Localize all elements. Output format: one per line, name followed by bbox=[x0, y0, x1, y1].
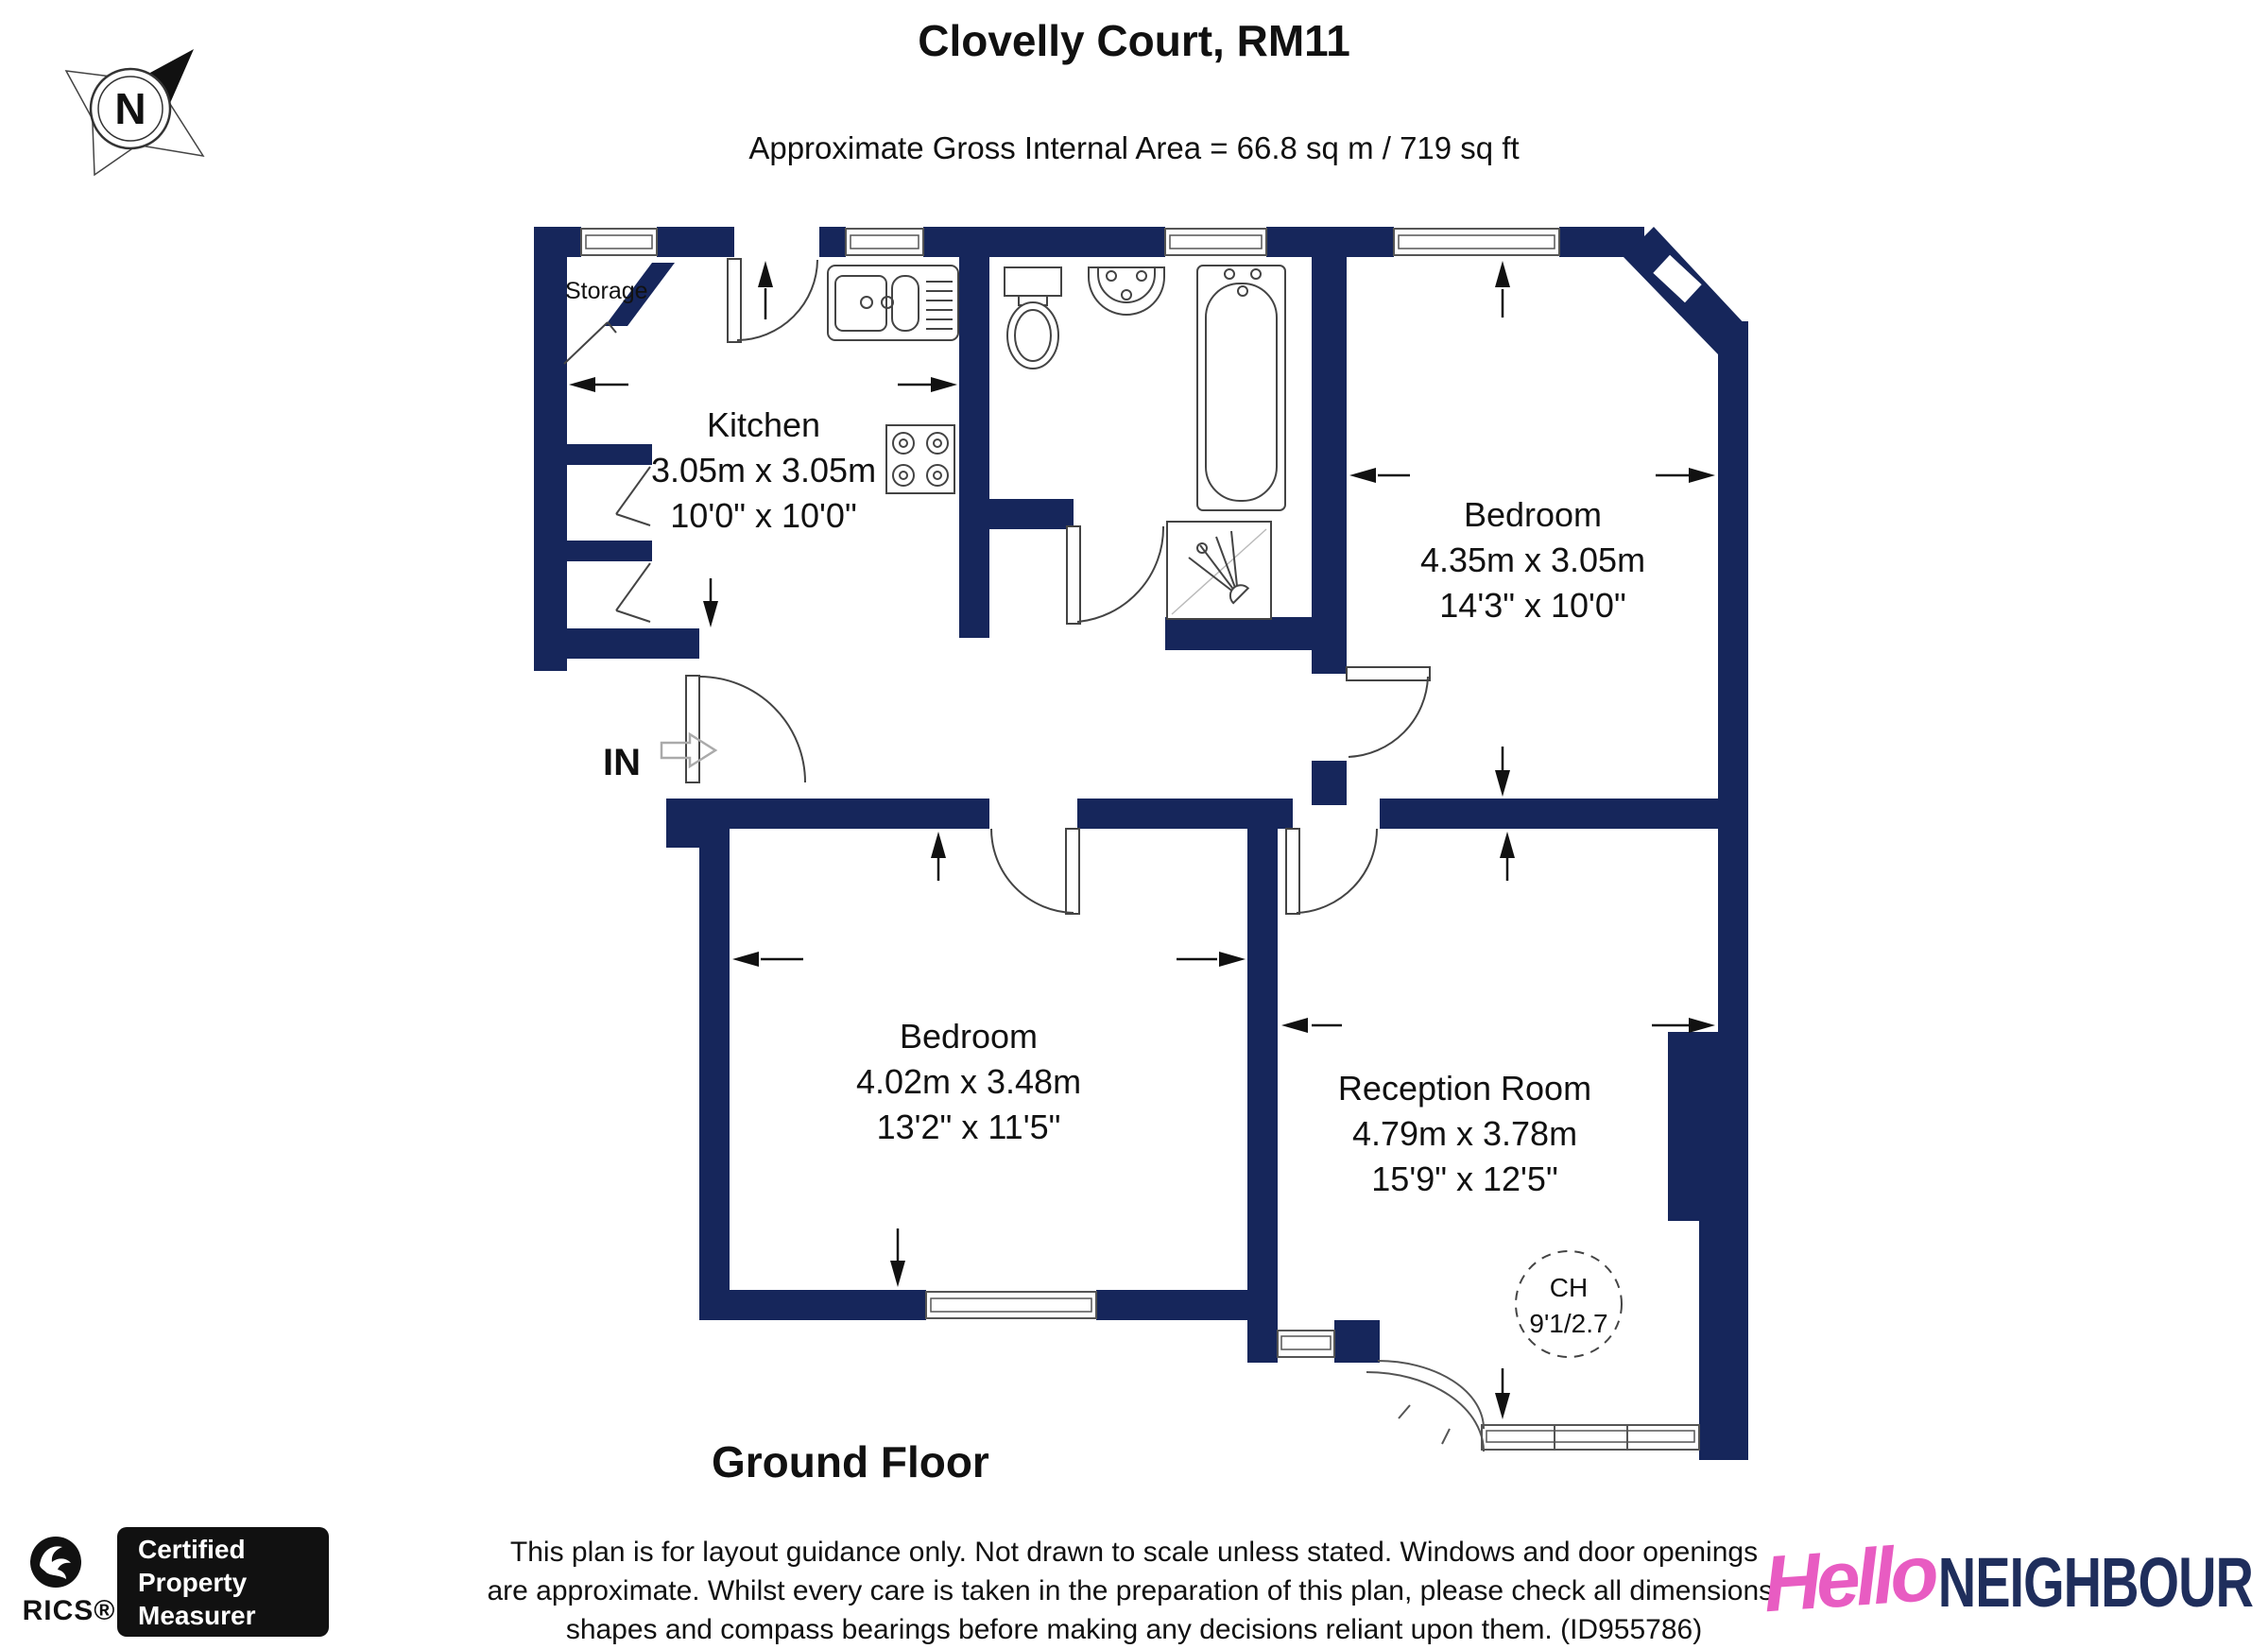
entrance-label: IN bbox=[603, 742, 641, 783]
window bbox=[1277, 1330, 1335, 1358]
bathtub-icon bbox=[1196, 265, 1286, 511]
room-size-imperial: 14'3" x 10'0" bbox=[1439, 586, 1625, 625]
bedroom1-label: Bedroom 4.35m x 3.05m 14'3" x 10'0" bbox=[1420, 495, 1645, 625]
shower-icon bbox=[1166, 521, 1272, 620]
floor-plan: IN Storage Kitchen 3.05m x 3.05m 10'0" x… bbox=[510, 213, 1767, 1503]
disclaimer-line: shapes and compass bearings before makin… bbox=[565, 1614, 1703, 1645]
entrance-marker: IN bbox=[603, 731, 718, 783]
room-size-metric: 4.79m x 3.78m bbox=[1352, 1114, 1577, 1153]
dimension-arrows bbox=[569, 261, 1715, 1419]
badge-line: Certified bbox=[138, 1534, 246, 1564]
room-size-imperial: 10'0" x 10'0" bbox=[670, 496, 856, 535]
chamfer-flue bbox=[1653, 254, 1702, 303]
compass-north-label: N bbox=[114, 84, 146, 133]
badge-line: Property bbox=[138, 1567, 248, 1597]
room-name: Storage bbox=[565, 278, 648, 304]
window bbox=[845, 228, 924, 256]
entrance-door bbox=[685, 675, 806, 783]
rics-certified-badge: Certified Property Measurer bbox=[117, 1527, 329, 1637]
room-name: Kitchen bbox=[707, 405, 820, 444]
basin-icon bbox=[1088, 266, 1165, 316]
agency-logo: Hello NEIGHBOUR bbox=[1761, 1528, 2254, 1628]
agency-logo-block: NEIGHBOUR bbox=[1937, 1542, 2254, 1622]
disclaimer-line: are approximate. Whilst every care is ta… bbox=[487, 1575, 1781, 1606]
room-name: Bedroom bbox=[900, 1017, 1038, 1056]
floor-label: Ground Floor bbox=[712, 1437, 989, 1486]
kitchen-sink-icon bbox=[827, 265, 959, 341]
window bbox=[580, 228, 658, 256]
entrance-arrow-icon bbox=[660, 731, 718, 769]
walls bbox=[534, 227, 1748, 1460]
area-subtitle: Approximate Gross Internal Area = 66.8 s… bbox=[748, 130, 1520, 165]
door bbox=[1346, 666, 1431, 758]
room-size-metric: 4.02m x 3.48m bbox=[856, 1062, 1081, 1101]
window bbox=[1393, 228, 1560, 256]
doors bbox=[563, 258, 1431, 915]
storage-door bbox=[563, 321, 617, 365]
door bbox=[1066, 525, 1165, 625]
room-size-imperial: 15'9" x 12'5" bbox=[1371, 1159, 1557, 1198]
room-name: Bedroom bbox=[1464, 495, 1602, 534]
bay-window bbox=[1366, 1360, 1700, 1452]
agency-logo-script: Hello bbox=[1761, 1527, 1937, 1629]
reception-label: Reception Room 4.79m x 3.78m 15'9" x 12'… bbox=[1338, 1069, 1591, 1198]
windows bbox=[580, 228, 1702, 1452]
bedroom2-label: Bedroom 4.02m x 3.48m 13'2" x 11'5" bbox=[856, 1017, 1081, 1146]
cupboard-doors bbox=[615, 466, 651, 623]
door bbox=[727, 258, 818, 343]
hob-icon bbox=[885, 424, 955, 494]
door bbox=[1285, 828, 1379, 915]
ceiling-height-abbr: CH bbox=[1550, 1273, 1588, 1302]
compass-icon: N bbox=[28, 21, 217, 191]
page-title: Clovelly Court, RM11 bbox=[918, 16, 1350, 65]
kitchen-label: Kitchen 3.05m x 3.05m 10'0" x 10'0" bbox=[651, 405, 876, 535]
door bbox=[990, 828, 1080, 915]
storage-label: Storage bbox=[565, 278, 648, 304]
room-size-metric: 4.35m x 3.05m bbox=[1420, 541, 1645, 579]
disclaimer-line: This plan is for layout guidance only. N… bbox=[509, 1537, 1759, 1568]
room-size-imperial: 13'2" x 11'5" bbox=[877, 1108, 1061, 1146]
window bbox=[925, 1291, 1097, 1319]
ceiling-height-badge: CH 9'1/2.7 bbox=[1515, 1250, 1623, 1358]
ceiling-height-value: 9'1/2.7 bbox=[1529, 1309, 1607, 1338]
rics-brand: RICS® bbox=[22, 1595, 116, 1626]
rics-lion-icon bbox=[26, 1533, 85, 1596]
toilet-icon bbox=[1004, 266, 1062, 369]
window bbox=[1164, 228, 1267, 256]
badge-line: Measurer bbox=[138, 1600, 256, 1630]
room-name: Reception Room bbox=[1338, 1069, 1591, 1108]
disclaimer: This plan is for layout guidance only. N… bbox=[0, 1533, 2268, 1649]
room-size-metric: 3.05m x 3.05m bbox=[651, 451, 876, 490]
